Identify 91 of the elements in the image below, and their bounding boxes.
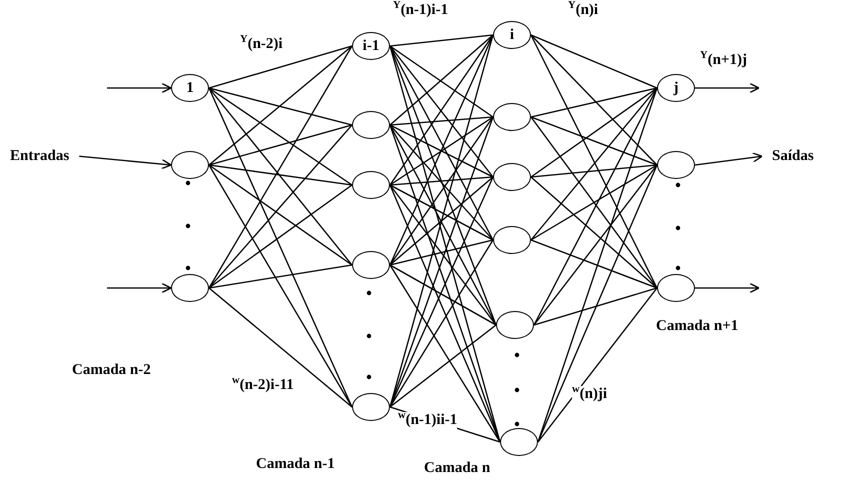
connection-line	[530, 116, 658, 288]
connection-line	[390, 45, 494, 118]
connection-line	[390, 116, 494, 126]
io-label: Entradas	[10, 148, 70, 164]
neuron-node	[352, 251, 390, 279]
annotation-text: Camada n-1	[256, 456, 335, 472]
annotation-text: $^{Y}$(n-2)i	[240, 36, 283, 52]
arrow	[107, 82, 172, 94]
neuron-node	[496, 311, 534, 339]
connection-line	[390, 124, 494, 178]
connection-line	[208, 288, 352, 408]
connection-line	[530, 34, 658, 166]
arrow	[107, 282, 172, 294]
annotation-text: $^{Y}$(n+1)j	[700, 52, 747, 68]
connection-line	[390, 176, 494, 266]
connection-line	[530, 34, 658, 89]
node-label: i	[510, 28, 514, 42]
connection-line	[390, 124, 494, 240]
neuron-node	[352, 171, 390, 199]
connection-line	[390, 264, 496, 326]
neuron-node	[657, 151, 695, 179]
annotation-text: $^{Y}$(n-1)i-1	[393, 2, 448, 18]
io-label: Saídas	[772, 148, 814, 164]
arrow	[79, 156, 172, 170]
neuron-node	[493, 103, 531, 131]
connection-line	[530, 239, 658, 289]
connection-line	[390, 34, 494, 126]
connection-line	[530, 87, 658, 178]
neuron-node	[500, 428, 538, 456]
connection-line	[208, 88, 352, 266]
connection-line	[208, 164, 353, 408]
connection-line	[389, 116, 494, 266]
annotation-text: $^{w}$(n)ji	[572, 386, 608, 402]
connection-line	[534, 287, 658, 326]
annotation-text: $^{Y}$(n)i	[568, 2, 598, 18]
neuron-node	[493, 21, 531, 49]
connection-line	[530, 176, 658, 288]
connection-line	[537, 288, 658, 442]
connection-line	[530, 88, 658, 240]
connection-line	[208, 87, 352, 186]
annotation-text: $^{w}$(n-1)ii-1	[398, 412, 458, 428]
connection-line	[390, 184, 494, 241]
neuron-node	[171, 74, 209, 102]
connection-line	[390, 34, 494, 47]
annotation-text: $^{w}$(n-2)i-11	[232, 377, 294, 394]
neuron-node	[657, 274, 695, 302]
connection-line	[389, 240, 494, 408]
neuron-node	[493, 163, 531, 191]
connection-line	[208, 46, 353, 288]
connection-line	[208, 124, 352, 166]
neuron-node	[171, 151, 209, 179]
connection-line	[390, 239, 494, 266]
neuron-node	[657, 74, 695, 102]
node-label: i-1	[362, 38, 380, 54]
connection-line	[208, 184, 352, 289]
connection-line	[208, 164, 352, 186]
neuron-node	[171, 274, 209, 302]
neuron-node	[352, 32, 390, 60]
connection-line	[208, 87, 352, 126]
connection-line	[530, 34, 658, 288]
connection-line	[537, 88, 658, 442]
neuron-node	[493, 226, 531, 254]
connection-line	[208, 88, 353, 408]
connection-line	[389, 264, 501, 442]
annotation-text: Camada n+1	[656, 318, 738, 334]
neuron-node	[352, 111, 390, 139]
node-label: 1	[186, 80, 194, 96]
connection-line	[390, 116, 494, 186]
connection-line	[208, 264, 352, 289]
node-label: j	[674, 80, 678, 96]
connection-line	[533, 88, 658, 326]
connection-line	[208, 46, 352, 166]
arrow	[694, 152, 763, 166]
connection-line	[390, 176, 494, 186]
connection-line	[530, 164, 658, 241]
annotation-text: Camada n-2	[72, 362, 151, 378]
connection-line	[389, 34, 494, 266]
connection-line	[389, 184, 497, 326]
connection-line	[530, 164, 658, 178]
neuron-node	[352, 393, 390, 421]
connection-line	[530, 87, 658, 118]
connection-line	[533, 164, 658, 326]
connection-line	[208, 45, 352, 89]
connection-line	[530, 116, 658, 166]
arrow	[695, 282, 760, 294]
connection-line	[208, 164, 352, 266]
connection-line	[537, 164, 658, 442]
connection-line	[208, 124, 352, 288]
connection-line	[390, 324, 496, 408]
annotation-text: Camada n	[424, 460, 490, 476]
arrow	[695, 82, 760, 94]
